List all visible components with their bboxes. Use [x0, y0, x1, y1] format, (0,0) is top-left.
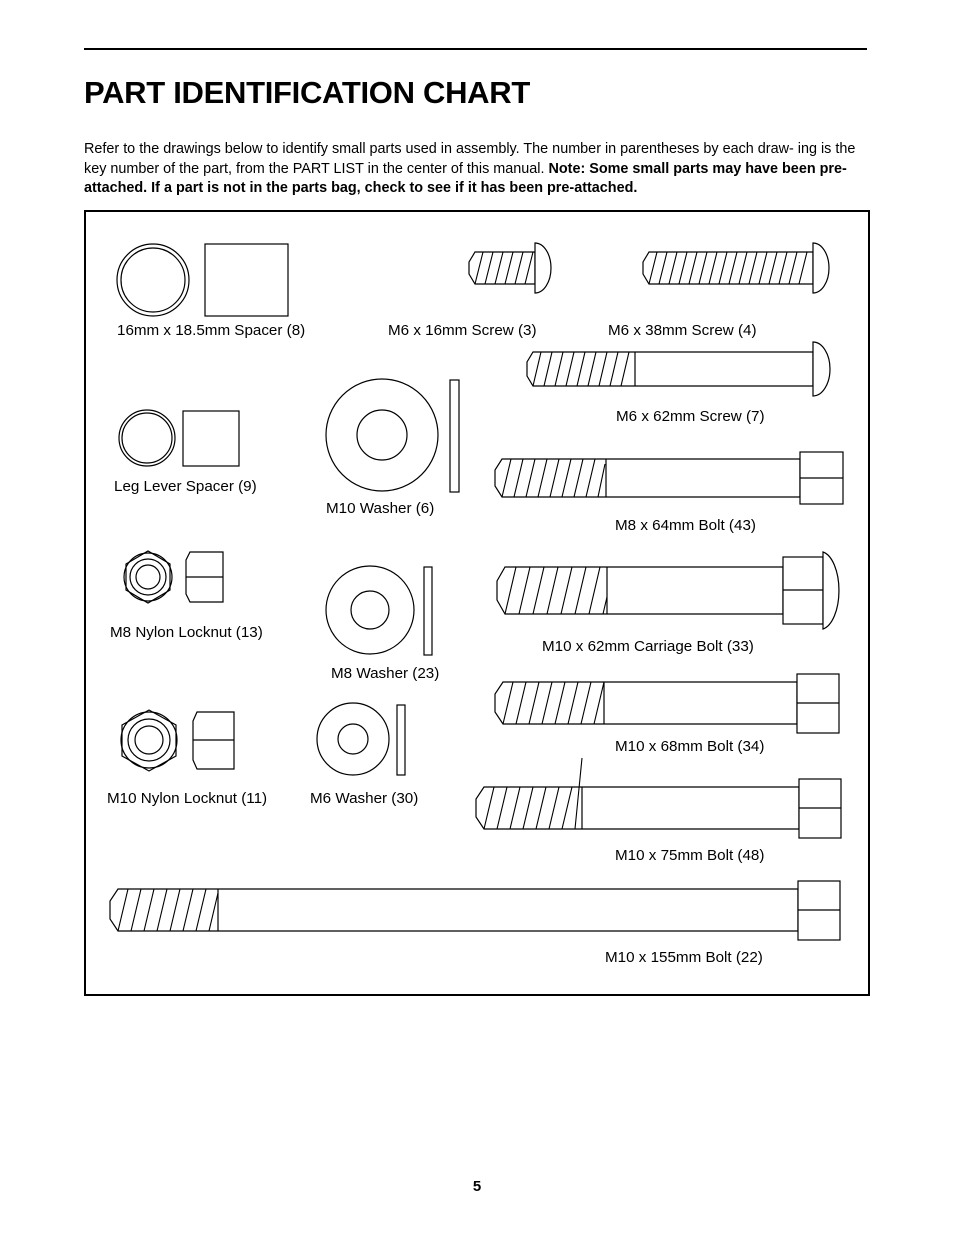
- label-bolt-m10-62mm-carriage: M10 x 62mm Carriage Bolt (33): [542, 638, 754, 655]
- page-number: 5: [472, 1178, 482, 1195]
- label-screw-m6-38mm: M6 x 38mm Screw (4): [608, 322, 757, 339]
- part-washer-m6: M6 Washer (30): [310, 702, 418, 807]
- part-screw-m6-62mm: M6 x 62mm Screw (7): [526, 341, 831, 425]
- part-bolt-m10-62mm-carriage: M10 x 62mm Carriage Bolt (33): [496, 551, 840, 655]
- part-screw-m6-38mm: M6 x 38mm Screw (4): [608, 242, 830, 339]
- intro-line-2-bold: Note: Some small parts: [548, 160, 709, 177]
- part-locknut-m10-nylon: M10 Nylon Locknut (11): [107, 709, 267, 807]
- part-identification-chart-frame: 16mm x 18.5mm Spacer (8) M6 x 16mm Screw…: [84, 210, 870, 996]
- label-washer-m10: M10 Washer (6): [326, 500, 434, 517]
- label-bolt-m10-75mm: M10 x 75mm Bolt (48): [615, 847, 764, 864]
- part-spacer-leg-lever: Leg Lever Spacer (9): [114, 409, 257, 495]
- label-washer-m8: M8 Washer (23): [331, 665, 439, 682]
- intro-paragraph: Refer to the drawings below to identify …: [84, 140, 872, 199]
- intro-line-1: Refer to the drawings below to identify …: [84, 141, 794, 158]
- label-locknut-m8-nylon: M8 Nylon Locknut (13): [110, 624, 263, 641]
- parts-diagram: 16mm x 18.5mm Spacer (8) M6 x 16mm Screw…: [107, 242, 844, 966]
- part-spacer-16mm-18-5mm: 16mm x 18.5mm Spacer (8): [116, 243, 305, 339]
- label-bolt-m10-155mm: M10 x 155mm Bolt (22): [605, 949, 763, 966]
- page-title: PART IDENTIFICATION CHART: [84, 74, 530, 110]
- label-spacer-leg-lever: Leg Lever Spacer (9): [114, 478, 257, 495]
- part-bolt-m8-64mm: M8 x 64mm Bolt (43): [494, 451, 844, 534]
- label-spacer-16mm-18-5mm: 16mm x 18.5mm Spacer (8): [117, 322, 305, 339]
- part-bolt-m10-68mm: M10 x 68mm Bolt (34): [494, 673, 840, 755]
- part-bolt-m10-155mm: M10 x 155mm Bolt (22): [109, 880, 841, 966]
- label-screw-m6-62mm: M6 x 62mm Screw (7): [616, 408, 765, 425]
- label-bolt-m8-64mm: M8 x 64mm Bolt (43): [615, 517, 756, 534]
- part-locknut-m8-nylon: M8 Nylon Locknut (13): [110, 550, 263, 641]
- label-screw-m6-16mm: M6 x 16mm Screw (3): [388, 322, 537, 339]
- part-washer-m10: M10 Washer (6): [325, 378, 460, 517]
- intro-line-2-plain: ing is the key number of the part, from …: [84, 141, 856, 177]
- label-bolt-m10-68mm: M10 x 68mm Bolt (34): [615, 738, 764, 755]
- label-washer-m6: M6 Washer (30): [310, 790, 418, 807]
- part-washer-m8: M8 Washer (23): [325, 565, 439, 682]
- part-bolt-m10-75mm: M10 x 75mm Bolt (48): [475, 757, 842, 864]
- intro-line-3-bold: may have been pre-attached. If a part is…: [84, 160, 847, 197]
- label-locknut-m10-nylon: M10 Nylon Locknut (11): [107, 790, 267, 807]
- part-screw-m6-16mm: M6 x 16mm Screw (3): [388, 242, 552, 339]
- title-divider: [84, 48, 867, 50]
